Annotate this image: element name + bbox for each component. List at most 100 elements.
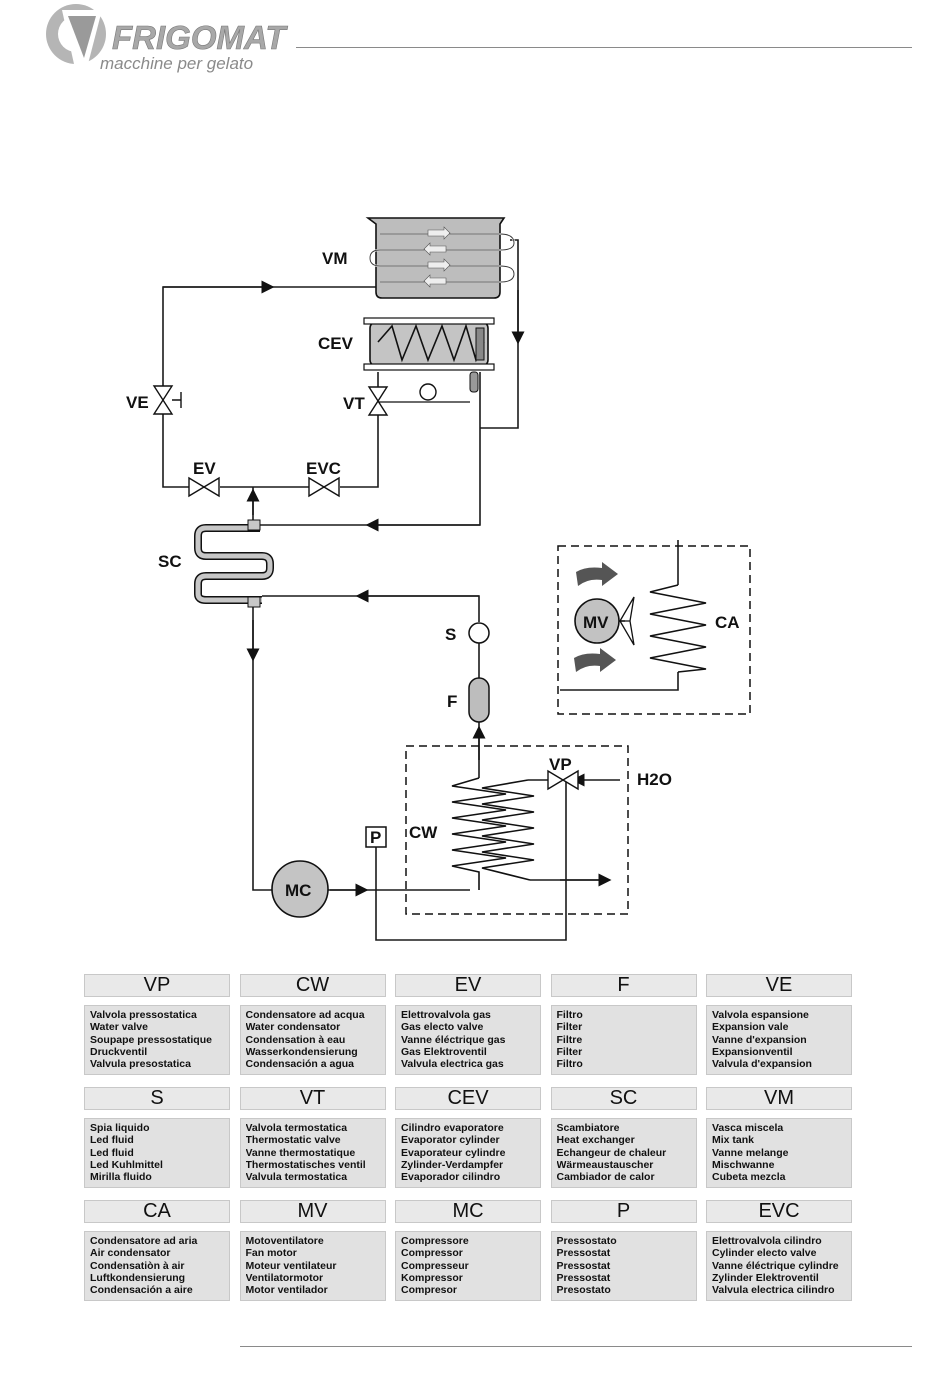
legend-description-line: Filter <box>556 1045 583 1058</box>
legend-description-line: Evaporador cilindro <box>401 1171 501 1184</box>
legend-description-line: Echangeur de chaleur <box>556 1146 667 1159</box>
label-mc: MC <box>285 881 311 900</box>
label-cev: CEV <box>318 334 354 353</box>
legend-description-line: Moteur ventilateur <box>245 1259 337 1272</box>
legend-description-line: Valvola espansione <box>712 1009 809 1021</box>
s-sight-glass <box>468 622 490 644</box>
legend-code: CW <box>239 974 386 997</box>
legend-description-line: Evaporateur cylindre <box>401 1146 506 1159</box>
refrigeration-circuit-diagram: VM CEV VE VT EV EVC SC S <box>126 217 751 941</box>
legend-description-line: Thermostatic valve <box>245 1134 341 1147</box>
legend-code: P <box>550 1200 697 1223</box>
legend-description-line: Compresseur <box>401 1259 469 1272</box>
frigomat-logo: FRIGOMAT macchine per gelato <box>46 4 289 73</box>
legend-description-line: Water valve <box>90 1021 148 1034</box>
pipe-sc-to-mc <box>252 606 272 891</box>
legend-code: VE <box>706 974 852 997</box>
legend-description-line: Pressostat <box>556 1259 611 1272</box>
label-vm: VM <box>322 249 348 268</box>
legend-code: SC <box>550 1087 697 1110</box>
legend-description-line: Valvola termostatica <box>245 1122 348 1134</box>
legend-description-line: Evaporator cylinder <box>401 1134 500 1147</box>
legend-description-line: Mirilla fluido <box>90 1171 152 1184</box>
legend-description-line: Condensatiòn à air <box>90 1259 185 1272</box>
legend-code: MC <box>395 1200 541 1223</box>
legend-description-line: Mix tank <box>712 1134 755 1147</box>
header-rule <box>296 47 912 48</box>
legend-description-line: Filtro <box>556 1058 583 1071</box>
legend-description-line: Pressostat <box>556 1271 611 1284</box>
legend-description-line: Elettrovalvola cilindro <box>712 1235 822 1247</box>
legend-description-line: Cambiador de calor <box>556 1171 655 1184</box>
p-pressure-switch <box>365 826 387 848</box>
legend-description-line: Valvola pressostatica <box>90 1009 197 1021</box>
legend-description-line: Led Kuhlmittel <box>90 1158 163 1171</box>
legend-description-line: Ventilatormotor <box>245 1271 324 1284</box>
cw-water-condenser-box <box>405 745 629 915</box>
legend-description-line: Wärmeaustauscher <box>556 1158 654 1171</box>
pipe-evc-vt <box>340 412 379 488</box>
legend-description-line: Compressore <box>401 1235 469 1247</box>
label-h2o: H2O <box>637 770 672 789</box>
legend-code: CA <box>84 1200 230 1223</box>
legend-description-line: Led fluid <box>90 1146 134 1159</box>
brand-name: FRIGOMAT <box>112 19 288 56</box>
legend-description-line: Condensación a agua <box>245 1058 355 1071</box>
legend-description-line: Expansion vale <box>712 1021 789 1034</box>
legend-description-line: Zylinder Elektroventil <box>712 1271 819 1284</box>
label-vp: VP <box>549 755 572 774</box>
ev-gas-solenoid-valve <box>188 476 220 498</box>
airflow-arrow-icon <box>574 562 618 672</box>
legend-code: VT <box>239 1087 386 1110</box>
evc-cylinder-solenoid-valve <box>308 476 340 498</box>
legend-description-line: Vanne éléctrique gas <box>401 1033 506 1046</box>
cev-evaporator-cylinder <box>363 317 495 403</box>
legend-description-line: Thermostatisches ventil <box>245 1158 366 1171</box>
label-ve: VE <box>126 393 149 412</box>
legend-description-line: Cubeta mezcla <box>712 1171 786 1184</box>
legend-description-line: Mischwanne <box>712 1158 775 1171</box>
legend-description-line: Condensatore ad aria <box>90 1235 198 1247</box>
legend-description-line: Expansionventil <box>712 1045 793 1058</box>
legend-description-line: Cylinder electo valve <box>712 1247 817 1260</box>
legend-code: MV <box>239 1200 386 1223</box>
legend-description-line: Valvula presostatica <box>90 1058 191 1071</box>
legend-description-line: Filter <box>556 1021 583 1034</box>
pipe-cev-out <box>260 372 481 526</box>
legend-description-line: Led fluid <box>90 1134 134 1147</box>
legend-description-line: Elettrovalvola gas <box>401 1009 491 1021</box>
vm-mix-tank <box>365 217 516 299</box>
legend-description-line: Motoventilatore <box>245 1235 324 1247</box>
label-s: S <box>445 625 456 644</box>
mc-compressor <box>271 860 329 918</box>
legend-description-line: Druckventil <box>90 1045 148 1058</box>
cw-water-condenser-coil <box>451 777 535 890</box>
pipe-ve-lower <box>162 410 190 488</box>
legend-description-line: Valvula electrica cilindro <box>712 1284 835 1297</box>
legend-description-line: Valvula termostatica <box>245 1171 348 1184</box>
legend-description-line: Vanne melange <box>712 1146 789 1159</box>
label-f: F <box>447 692 457 711</box>
